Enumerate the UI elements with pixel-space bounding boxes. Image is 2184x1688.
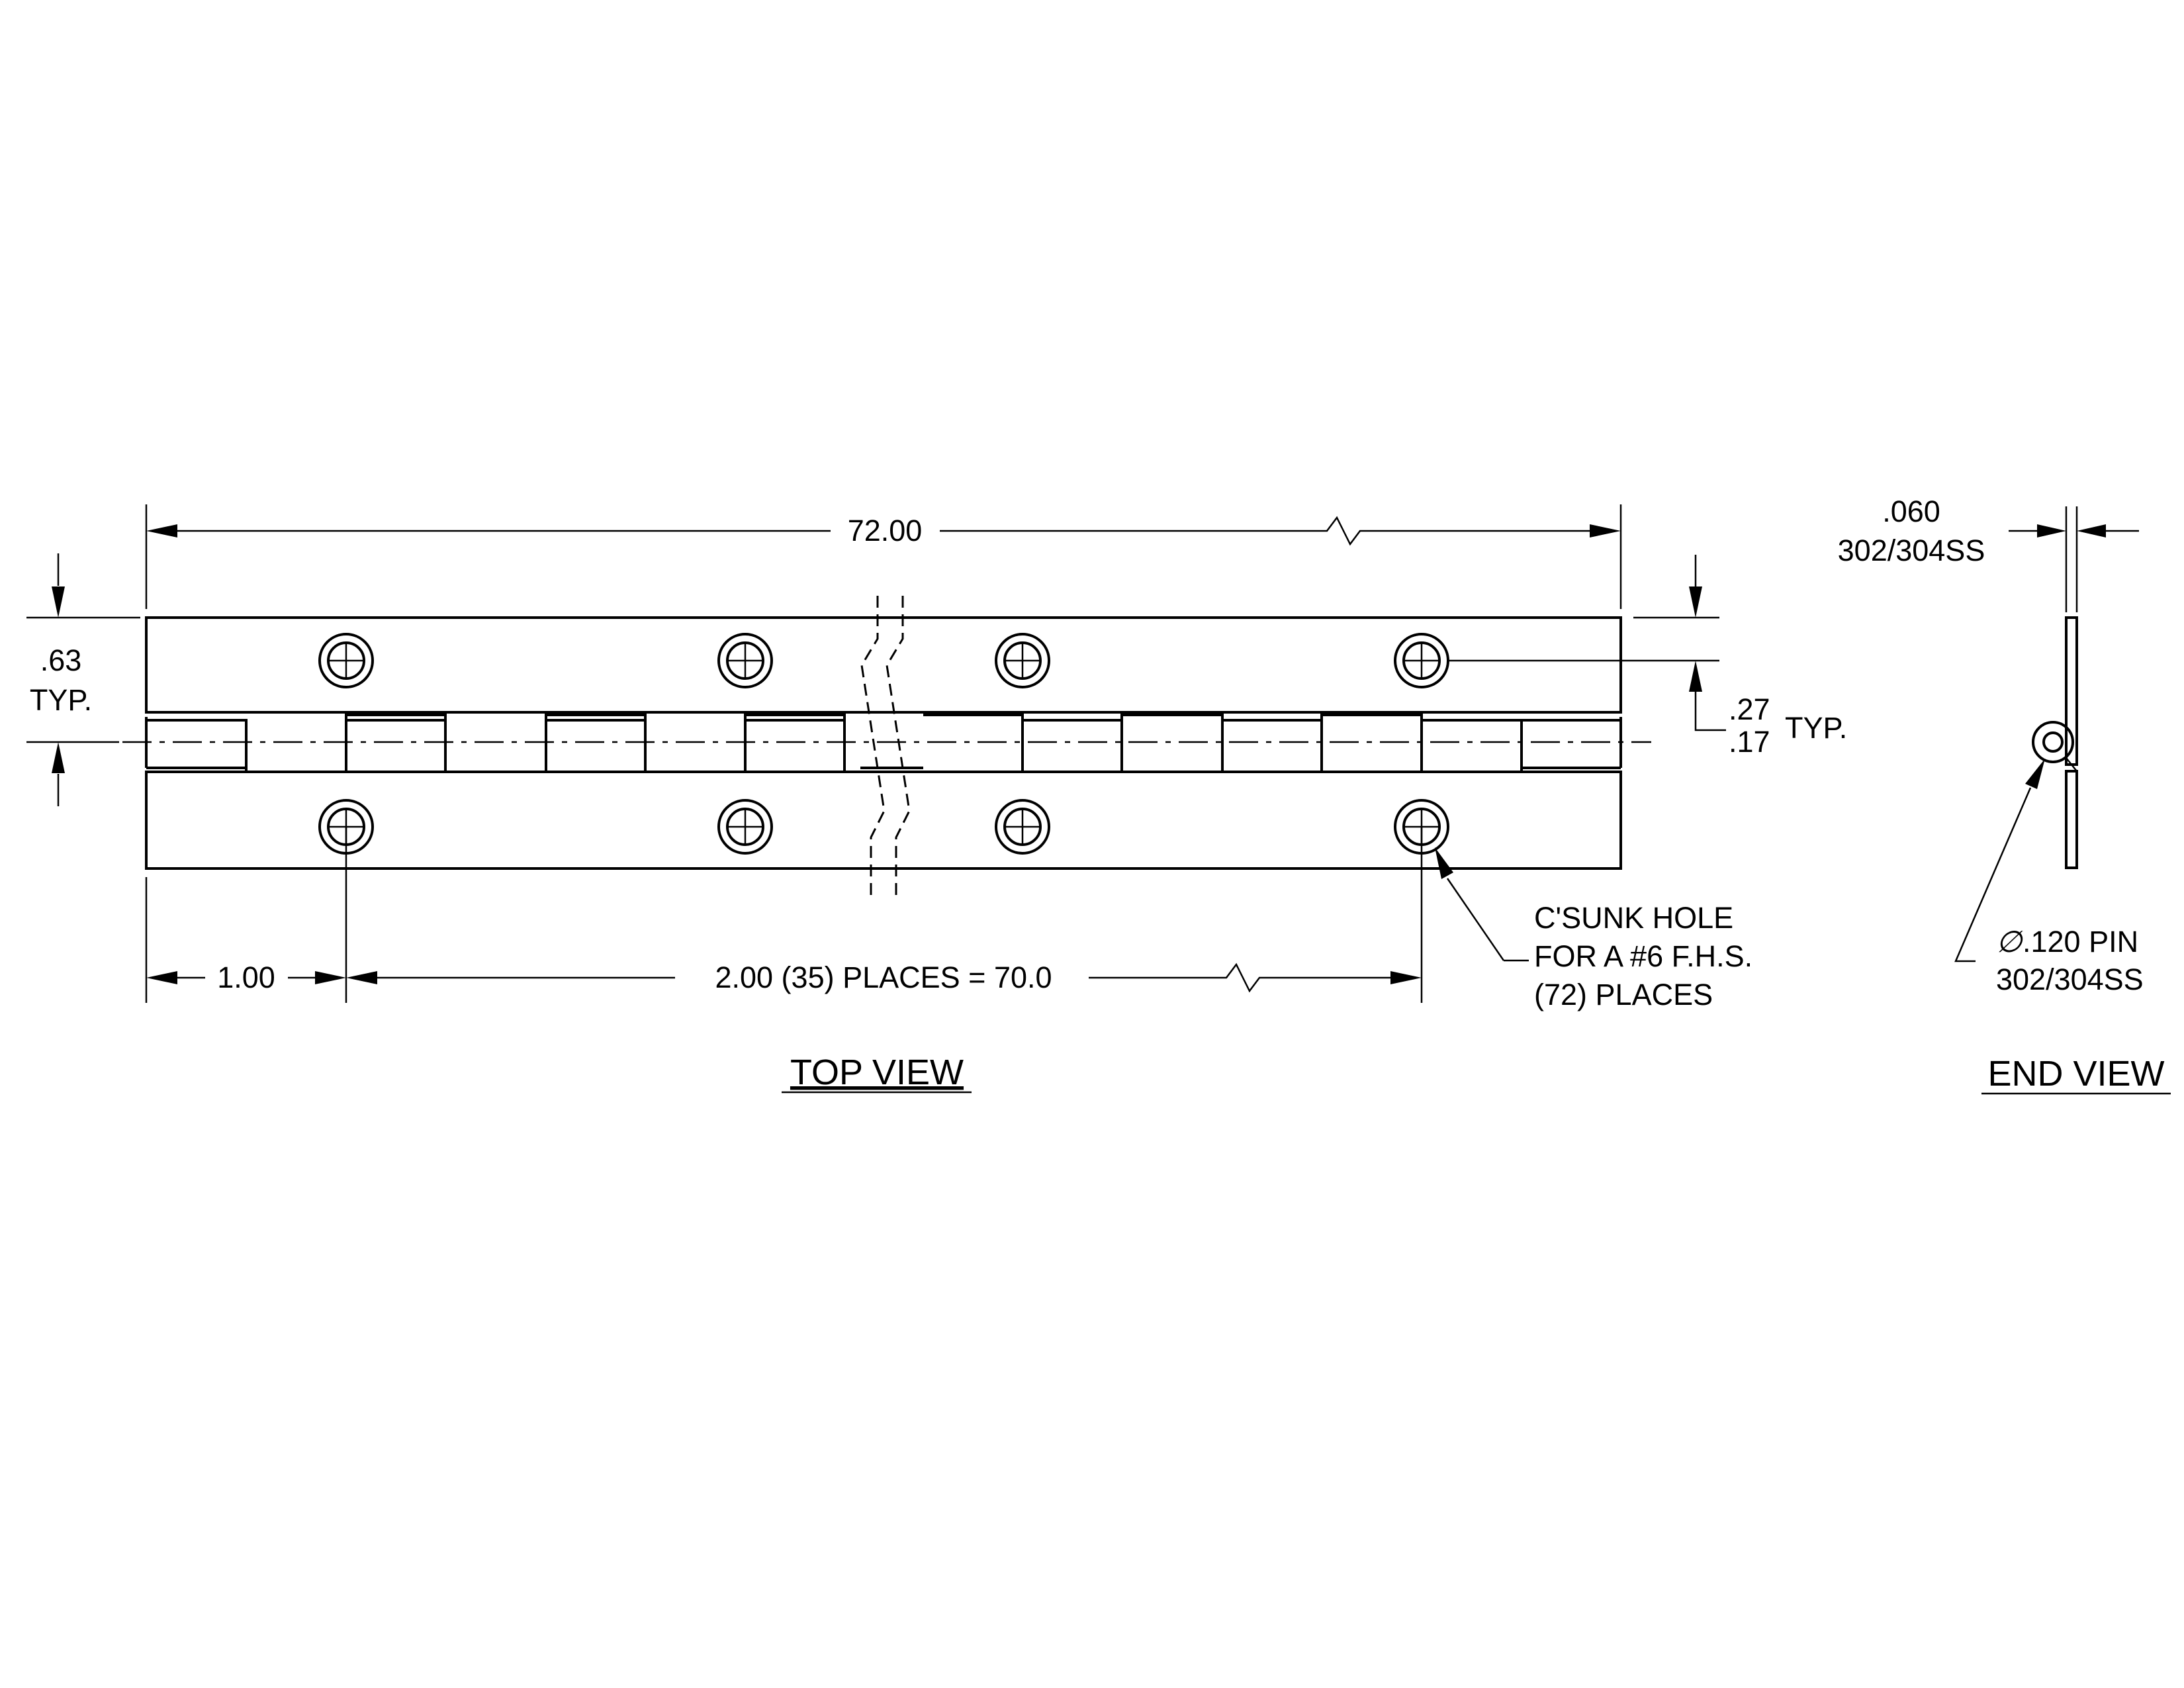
hole-note-callout: C'SUNK HOLE FOR A #6 F.H.S. (72) PLACES (1435, 847, 1752, 1011)
edge-to-hole-label: 1.00 (217, 961, 275, 994)
knuckle-pattern (145, 714, 1622, 773)
end-view-title: END VIEW (1987, 1054, 2164, 1094)
csk-hole (318, 633, 374, 688)
pin-callout: ∅ .120 PIN 302/304SS (1954, 759, 2144, 996)
csk-hole (995, 633, 1050, 688)
thickness-label-2: 302/304SS (1838, 534, 1985, 567)
end-lower-leaf (2065, 770, 2078, 869)
csk-hole (995, 799, 1050, 855)
end-knuckle (2032, 721, 2074, 763)
pin-diameter-symbol: ∅ (1996, 925, 2023, 959)
csk-hole (1394, 633, 1449, 688)
thickness-dimension: .060 302/304SS (1838, 494, 2139, 612)
csk-hole (717, 633, 773, 688)
overall-length-dimension: 72.00 (145, 504, 1622, 609)
leaf-width-label-1: .63 (40, 643, 82, 677)
pin-label-2: 302/304SS (1996, 962, 2144, 996)
hole-spacing-dimension: 1.00 2.00 (35) PLACES = 70.0 (145, 827, 1423, 1003)
hole-offset-suffix-label: TYP. (1785, 711, 1847, 745)
hole-spacing-label: 2.00 (35) PLACES = 70.0 (715, 961, 1052, 994)
overall-length-label: 72.00 (848, 514, 923, 547)
break-line-right (886, 596, 911, 895)
top-view-title: TOP VIEW (790, 1053, 964, 1092)
end-view: .060 302/304SS ∅ .120 PIN 302/304SS END … (1838, 494, 2171, 1095)
hole-offset-lower-label: .17 (1729, 725, 1770, 759)
upper-leaf (145, 616, 1622, 714)
thickness-label-1: .060 (1882, 494, 1940, 528)
csk-hole (717, 799, 773, 855)
end-pin (2042, 731, 2064, 753)
hole-note-line-2: FOR A #6 F.H.S. (1534, 939, 1752, 973)
break-line-left (860, 596, 886, 895)
pin-label-1: .120 PIN (2023, 925, 2138, 959)
leaf-width-label-2: TYP. (30, 683, 92, 717)
lower-leaf (145, 771, 1622, 870)
hole-offset-dimension: .27 .17 TYP. (1448, 555, 1847, 759)
leaf-width-dimension: .63 TYP. (26, 553, 140, 806)
hole-note-line-3: (72) PLACES (1534, 978, 1713, 1011)
hole-offset-upper-label: .27 (1729, 692, 1770, 726)
hole-note-line-1: C'SUNK HOLE (1534, 901, 1733, 935)
top-view: 72.00 .63 TYP. .27 .17 TYP. (26, 504, 1847, 1094)
